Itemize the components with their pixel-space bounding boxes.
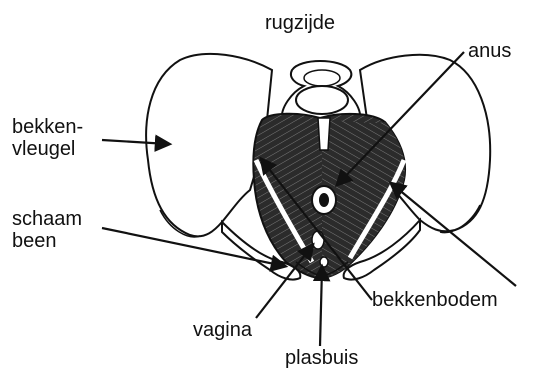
label-schaambeen-line1: schaam	[12, 208, 82, 230]
label-bekkenvleugel-line1: bekken-	[12, 116, 83, 138]
sacrum	[282, 61, 360, 120]
label-bekkenbodem: bekkenbodem	[372, 289, 498, 311]
left-pelvic-wing	[146, 54, 272, 237]
label-schaambeen: schaam been	[12, 208, 82, 252]
label-anus: anus	[468, 40, 511, 62]
label-vagina: vagina	[193, 319, 252, 341]
label-bekkenvleugel-line2: vleugel	[12, 138, 83, 160]
label-bekkenvleugel: bekken- vleugel	[12, 116, 83, 160]
arrow-plasbuis	[320, 268, 322, 346]
label-plasbuis: plasbuis	[285, 347, 358, 369]
label-rugzijde: rugzijde	[265, 12, 335, 34]
label-schaambeen-line2: been	[12, 230, 82, 252]
